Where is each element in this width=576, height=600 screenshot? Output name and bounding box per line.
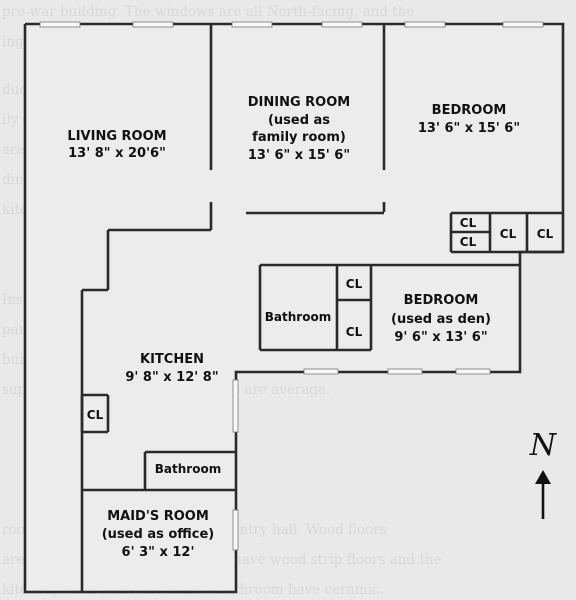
closet-label: CL [346,325,363,339]
dining-room-use: (used as [268,113,330,128]
room-kitchen: KITCHEN 9' 8" x 12' 8" [125,352,218,385]
bedroom-2-name: BEDROOM [404,293,479,308]
background-text-line: pre-war building. The windows are all No… [2,4,414,20]
bathroom-maid-name: Bathroom [155,462,221,476]
living-room-name: LIVING ROOM [67,129,166,144]
north-arrowhead-icon [535,470,551,484]
bedroom-2-dims: 9' 6" x 13' 6" [394,330,487,345]
dining-room-name: DINING ROOM [248,95,350,110]
room-bedroom-1: BEDROOM 13' 6" x 15' 6" [418,103,520,136]
closet-label: CL [460,216,477,230]
bedroom-1-dims: 13' 6" x 15' 6" [418,121,520,136]
closet-label: CL [500,227,517,241]
bedroom-2-use: (used as den) [391,312,491,327]
kitchen-dims: 9' 8" x 12' 8" [125,370,218,385]
north-label: N [529,428,558,463]
living-room-dims: 13' 8" x 20'6" [68,146,166,161]
closet-label: CL [460,235,477,249]
north-compass: N [529,428,558,519]
dining-room-use-2: family room) [252,130,346,145]
closet-label: CL [346,277,363,291]
dining-room-dims: 13' 6" x 15' 6" [248,148,350,163]
room-living: LIVING ROOM 13' 8" x 20'6" [67,129,166,161]
room-bedroom-2: BEDROOM (used as den) 9' 6" x 13' 6" [391,293,491,345]
windows [39,21,544,551]
room-dining: DINING ROOM (used as family room) 13' 6"… [248,95,350,163]
room-maids: MAID'S ROOM (used as office) 6' 3" x 12' [102,509,215,560]
closet-label: CL [87,408,104,422]
apartment-interior [25,24,563,590]
room-bathroom-center: Bathroom [265,310,331,324]
maids-room-dims: 6' 3" x 12' [122,545,195,560]
room-bathroom-maid: Bathroom [155,462,221,476]
maids-room-name: MAID'S ROOM [107,509,209,524]
maids-room-use: (used as office) [102,527,215,542]
exterior-walls [23,22,565,594]
closet-labels: CL CL CL CL CL CL CL [87,216,554,422]
bedroom-1-name: BEDROOM [432,103,507,118]
closet-label: CL [537,227,554,241]
kitchen-name: KITCHEN [140,352,204,367]
bathroom-center-name: Bathroom [265,310,331,324]
interior-walls [80,24,563,592]
